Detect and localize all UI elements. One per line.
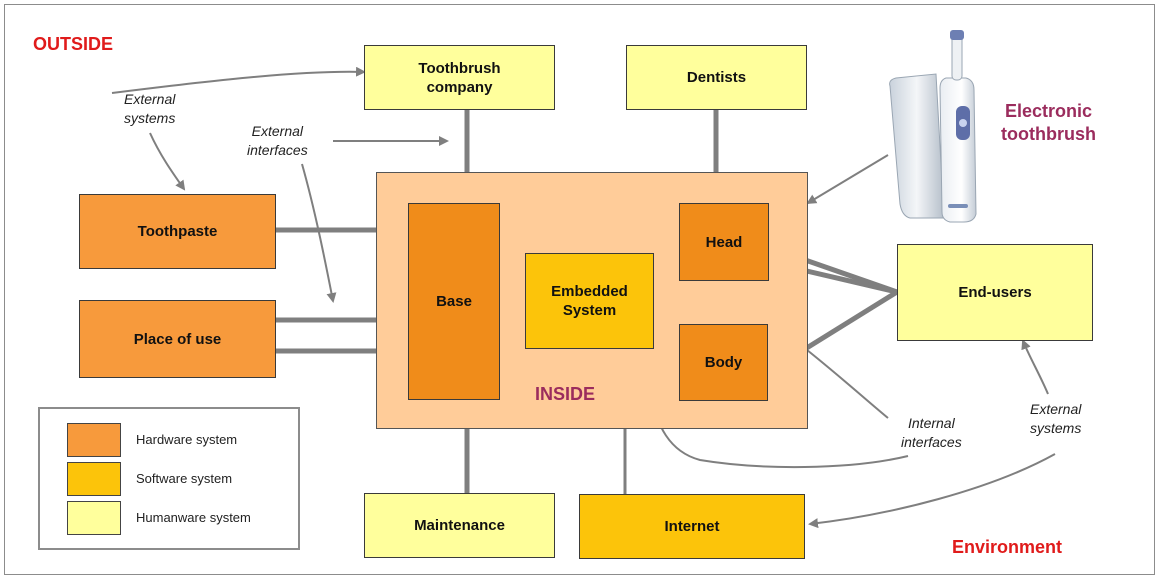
- node-head[interactable]: Head: [679, 203, 769, 281]
- node-maintenance[interactable]: Maintenance: [364, 493, 555, 558]
- legend-label-humanware: Humanware system: [136, 510, 251, 525]
- arrow-ext-if-place: [301, 163, 337, 303]
- label-outside: OUTSIDE: [33, 34, 114, 54]
- legend-swatch-software: [67, 462, 121, 496]
- legend-label-software: Software system: [136, 471, 233, 486]
- legend-label-hardware: Hardware system: [136, 432, 238, 447]
- electronic-toothbrush-image: [889, 30, 977, 223]
- legend-swatch-hardware: [67, 423, 121, 457]
- label-external-systems-right: External systems: [1030, 401, 1082, 436]
- arrow-ext-sys-internet: [808, 453, 1056, 529]
- label-environment: Environment: [952, 537, 1063, 557]
- node-dentists[interactable]: Dentists: [626, 45, 807, 110]
- arrow-brush-inside: [806, 154, 889, 205]
- node-internet[interactable]: Internet: [579, 494, 805, 559]
- node-body[interactable]: Body: [679, 324, 768, 401]
- label-inside: INSIDE: [535, 384, 596, 404]
- arrow-ext-sys-toothpaste: [149, 132, 186, 191]
- label-external-interfaces: External interfaces: [247, 123, 308, 158]
- arrow-ext-sys-company: [111, 66, 366, 94]
- node-toothbrush-company[interactable]: Toothbrush company: [364, 45, 555, 110]
- node-toothpaste[interactable]: Toothpaste: [79, 194, 276, 269]
- arrow-ext-sys-endusers: [1021, 339, 1049, 395]
- label-electronic-toothbrush: Electronic toothbrush: [1001, 101, 1096, 144]
- label-internal-interfaces: Internal interfaces: [901, 415, 962, 450]
- node-place-of-use[interactable]: Place of use: [79, 300, 276, 378]
- legend-swatch-humanware: [67, 501, 121, 535]
- label-external-systems-top: External systems: [124, 91, 176, 126]
- node-embedded-system[interactable]: Embedded System: [525, 253, 654, 349]
- node-end-users[interactable]: End-users: [897, 244, 1093, 341]
- node-base[interactable]: Base: [408, 203, 500, 400]
- legend: Hardware system Software system Humanwar…: [38, 407, 300, 550]
